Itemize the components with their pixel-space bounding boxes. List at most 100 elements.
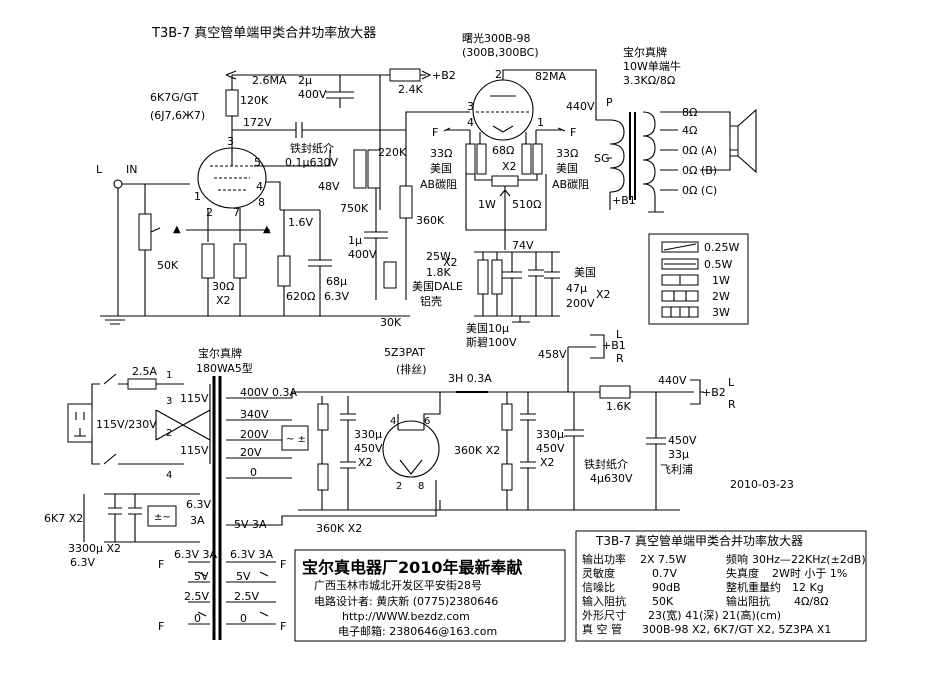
label-pin4-300b: 4 (467, 116, 474, 129)
label-pin2-300b: 2 (495, 68, 502, 81)
resistor-30k (383, 261, 397, 289)
legend-label: 1W (712, 274, 730, 287)
label-output-tube: 曙光300B-98 (462, 31, 531, 45)
label-c47u: 47μ (566, 282, 587, 295)
label-ot-brand: 宝尔真牌 (623, 45, 667, 59)
factory-email: 电子邮箱: 2380646@163.com (338, 624, 497, 638)
spec-key: 输出功率 (582, 552, 626, 566)
spec-key: 灵敏度 (582, 566, 615, 580)
spec-key: 输入阻抗 (582, 594, 626, 608)
svg-text:±~: ±~ (154, 512, 171, 523)
label-pin4: 4 (256, 180, 263, 193)
label-paper-cap: 铁封纸介 (290, 141, 334, 155)
label-meiguo-l: 美国 (430, 162, 452, 175)
label-rect-pin4: 4 (390, 416, 396, 427)
label-driver-tube: 6K7G/GT (150, 91, 199, 104)
legend-row: 3W (661, 306, 730, 319)
label-tap-0a: 0Ω (A) (682, 144, 717, 157)
label-pin5: 5 (254, 156, 261, 169)
spec-row: 外形尺寸 23(宽) 41(深) 21(高)(cm) (582, 608, 781, 622)
label-tap-0b: 0Ω (B) (682, 164, 717, 177)
label-fil-63-b: 6.3V 3A (230, 548, 274, 561)
label-pot-1w: 1W (478, 198, 496, 211)
resistor-33-l1 (465, 143, 476, 175)
resistor-30-a (201, 243, 215, 279)
label-choke: 3H 0.3A (448, 372, 492, 385)
output-stage: 曙光300B-98 (300B,300BC) 2 82MA 440V 3 4 1… (412, 31, 611, 349)
label-c2u: 2μ (298, 74, 312, 87)
spec-value: 12 Kg (792, 581, 824, 594)
volume-pot (138, 213, 152, 251)
spec-value: 90dB (652, 581, 681, 594)
label-ot-sg: SG (594, 152, 610, 165)
label-ab-l: AB碳阻 (420, 177, 457, 191)
label-c68u-v: 6.3V (324, 290, 349, 303)
label-c10u-v: 斯碧100V (466, 336, 517, 349)
label-f-2: F (158, 620, 164, 633)
label-30k: 30K (380, 316, 402, 329)
label-1-8k: 1.8K (426, 266, 451, 279)
label-f-4: F (280, 620, 286, 633)
label-meiguo-r: 美国 (556, 162, 578, 175)
label-c10u: 美国10μ (466, 322, 509, 335)
label-ot-spec: 10W单端牛 (623, 59, 681, 73)
label-f-1: F (158, 558, 164, 571)
label-c330: 330μ (354, 428, 382, 441)
label-pt-model: 180WA5型 (196, 361, 253, 375)
label-82ma: 82MA (535, 70, 566, 83)
label-c330-x2: X2 (358, 456, 373, 469)
label-pin1: 1 (194, 190, 201, 203)
label-5v-3a: 5V 3A (234, 518, 267, 531)
resistor-30-b (233, 243, 247, 279)
label-fil-2-5v-b: 2.5V (234, 590, 259, 603)
label-6k7-x2: 6K7 X2 (44, 512, 83, 525)
legend-label: 0.25W (704, 241, 739, 254)
spec-value: 0.7V (652, 567, 677, 580)
label-tap-0c: 0Ω (C) (682, 184, 717, 197)
resistor-220k-a (367, 149, 381, 189)
label-220k: 220K (378, 146, 407, 159)
label-ot-imp: 3.3KΩ/8Ω (623, 74, 675, 87)
label-b2-l: L (728, 376, 735, 389)
label-rect-tube: 5Z3PAT (384, 346, 425, 359)
resistor-1-8k-b (491, 259, 503, 295)
label-120k: 120K (240, 94, 269, 107)
spec-key: 真 空 管 (582, 622, 622, 636)
legend-label: 2W (712, 290, 730, 303)
label-2-6ma: 2.6MA (252, 74, 287, 87)
label-dale: 美国DALE (412, 280, 463, 293)
spec-key: 整机重量约 (726, 580, 781, 594)
label-c2u-v: 400V (298, 88, 327, 101)
label-68: 68Ω (492, 144, 514, 157)
factory-designer: 电路设计者: 黄庆新 (0775)2380646 (314, 594, 498, 608)
label-1-6k: 1.6K (606, 400, 631, 413)
label-n1: 1 (166, 370, 172, 381)
spec-key: 频响 (726, 552, 748, 566)
label-l-in: L (96, 163, 103, 176)
spec-row: 真 空 管 300B-98 X2, 6K7/GT X2, 5Z3PA X1 (582, 622, 831, 636)
label-c3300-v: 6.3V (70, 556, 95, 569)
label-sec-0: 0 (250, 466, 257, 479)
label-rect-pin2: 2 (396, 481, 402, 492)
label-b1-l: L (616, 328, 623, 341)
resistor-1-8k-a (477, 259, 489, 295)
label-50k: 50K (157, 259, 179, 272)
spec-title: T3B-7 真空管单端甲类合并功率放大器 (595, 533, 803, 548)
label-meiguo-47: 美国 (574, 266, 596, 279)
label-pin8: 8 (258, 196, 265, 209)
label-c3300: 3300μ X2 (68, 542, 121, 555)
label-pin1-300b: 1 (537, 116, 544, 129)
label-33-right: 33Ω (556, 147, 578, 160)
fuse (127, 378, 157, 390)
resistor-wattage-legend: 0.25W 0.5W 1W 2W 3W (648, 233, 749, 325)
label-c33-v: 450V (668, 434, 697, 447)
legend-row: 0.25W (661, 241, 739, 254)
spec-value: 2W时 小于 1% (772, 567, 847, 580)
spec-key: 输出阻抗 (726, 594, 770, 608)
label-115-230: 115V/230V (96, 418, 157, 431)
label-output-tube-alt: (300B,300BC) (462, 46, 539, 59)
label-c330-b: 330μ (536, 428, 564, 441)
speaker-icon (729, 125, 739, 157)
hum-pot (491, 175, 519, 187)
tube-5z3 (382, 420, 440, 478)
